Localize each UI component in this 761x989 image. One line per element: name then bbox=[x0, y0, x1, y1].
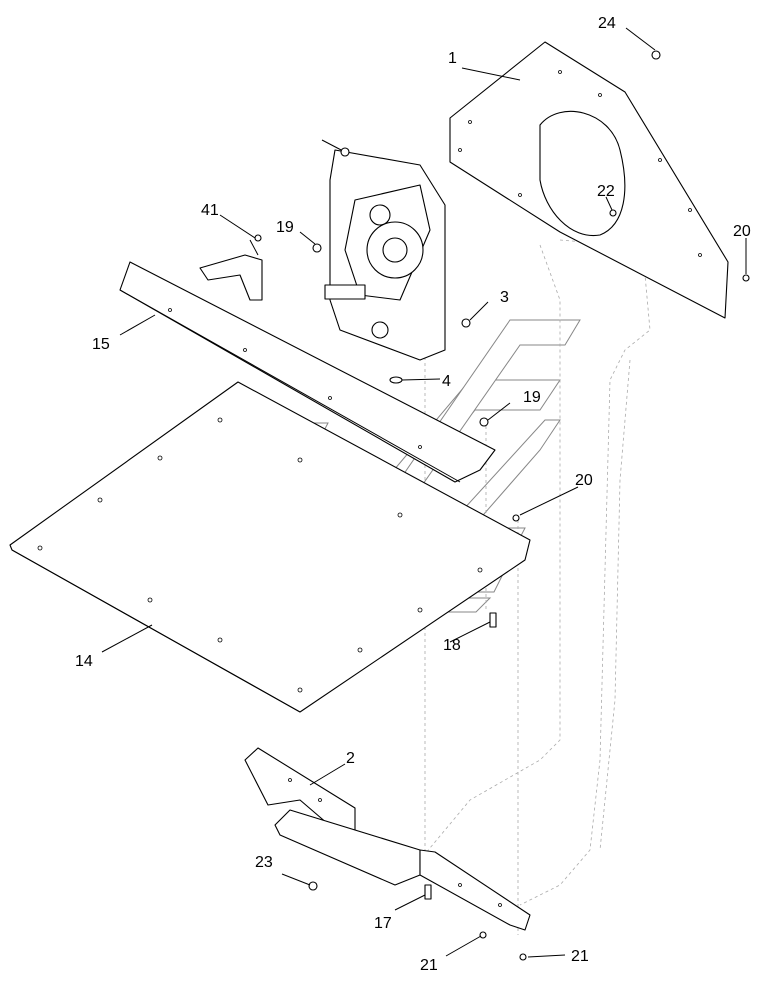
callout-19a: 19 bbox=[276, 219, 294, 236]
bracket-part-41 bbox=[199, 234, 263, 301]
lower-bracket-part-2 bbox=[244, 747, 531, 931]
callout-3: 3 bbox=[500, 289, 509, 306]
leader-lines bbox=[101, 27, 747, 958]
cable-4 bbox=[389, 376, 403, 384]
callout-23: 23 bbox=[255, 854, 273, 871]
callout-19b: 19 bbox=[523, 389, 541, 406]
callout-4: 4 bbox=[442, 373, 451, 390]
floor-panel-part-14 bbox=[9, 381, 531, 713]
callout-17: 17 bbox=[374, 915, 392, 932]
fastener-21b bbox=[519, 953, 527, 961]
fastener-21a bbox=[479, 931, 487, 939]
callouts: 1 2 3 4 14 15 17 18 19 19 20 20 21 21 22… bbox=[75, 15, 751, 974]
callout-14: 14 bbox=[75, 653, 93, 670]
fastener-19b bbox=[479, 417, 489, 427]
fastener-23 bbox=[308, 881, 318, 891]
angle-rail-part-15 bbox=[119, 261, 496, 483]
fastener-19a bbox=[312, 243, 322, 253]
hardware bbox=[308, 50, 750, 961]
gearbox-assembly bbox=[321, 139, 446, 361]
fastener-22 bbox=[609, 209, 617, 217]
callout-1: 1 bbox=[448, 50, 457, 67]
fastener-3 bbox=[461, 318, 471, 328]
callout-21a: 21 bbox=[420, 957, 438, 974]
bolt-17 bbox=[424, 884, 432, 900]
callout-21b: 21 bbox=[571, 948, 589, 965]
upper-plate-part-1 bbox=[449, 41, 729, 319]
fastener-24 bbox=[651, 50, 661, 60]
fastener-20b bbox=[512, 514, 520, 522]
callout-15: 15 bbox=[92, 336, 110, 353]
callout-24: 24 bbox=[598, 15, 616, 32]
callout-2: 2 bbox=[346, 750, 355, 767]
fastener-20a bbox=[742, 274, 750, 282]
callout-18: 18 bbox=[443, 637, 461, 654]
callout-41: 41 bbox=[201, 202, 219, 219]
callout-20a: 20 bbox=[733, 223, 751, 240]
bolt-18 bbox=[489, 612, 497, 628]
callout-22: 22 bbox=[597, 183, 615, 200]
callout-20b: 20 bbox=[575, 472, 593, 489]
